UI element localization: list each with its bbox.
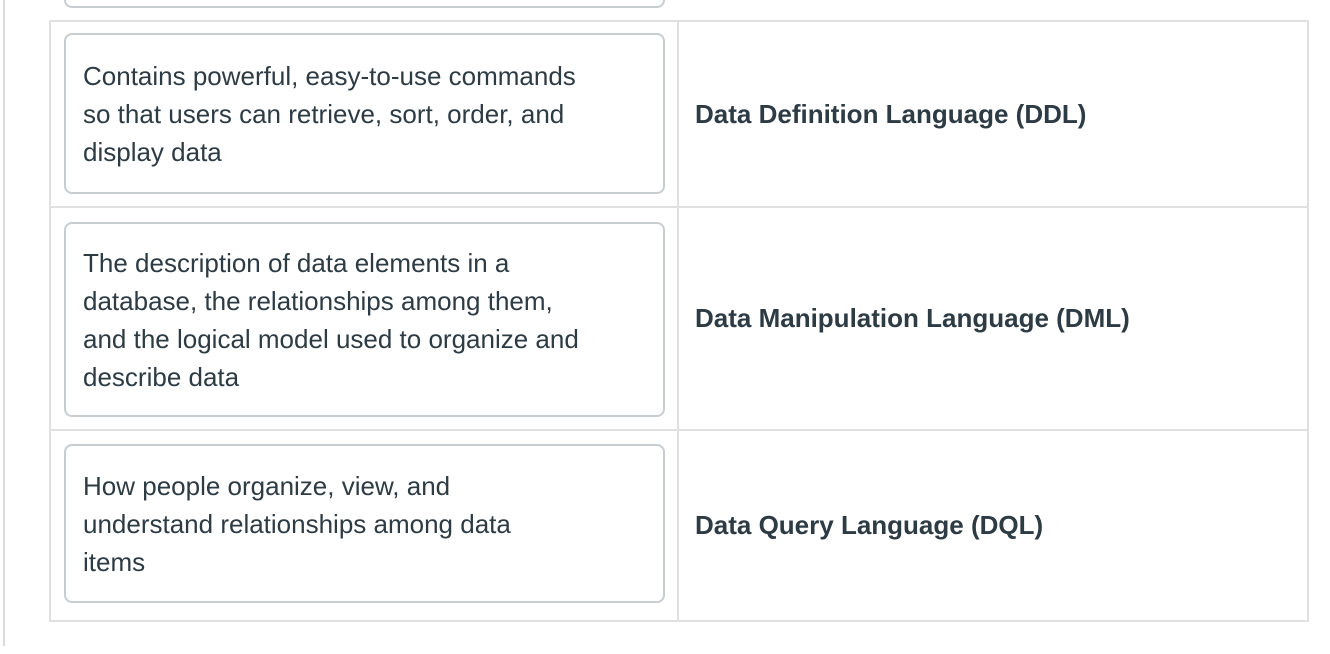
question-card-left-border: [3, 0, 5, 646]
definition-card-ddl[interactable]: Contains powerful, easy-to-use commands …: [64, 33, 665, 194]
matching-table: Contains powerful, easy-to-use commands …: [49, 20, 1309, 622]
definition-card-dql[interactable]: How people organize, view, and understan…: [64, 444, 665, 603]
term-label-dql: Data Query Language (DQL): [695, 510, 1044, 540]
answer-card-partial-cutoff[interactable]: [64, 0, 665, 8]
term-label-ddl: Data Definition Language (DDL): [679, 22, 1307, 208]
term-label-dml: Data Manipulation Language (DML): [679, 208, 1307, 431]
definition-cell-row-1: Contains powerful, easy-to-use commands …: [51, 22, 679, 208]
definition-cell-row-2: The description of data elements in a da…: [51, 208, 679, 431]
definition-card-dml[interactable]: The description of data elements in a da…: [64, 222, 665, 417]
definition-cell-row-3: How people organize, view, and understan…: [51, 431, 679, 620]
